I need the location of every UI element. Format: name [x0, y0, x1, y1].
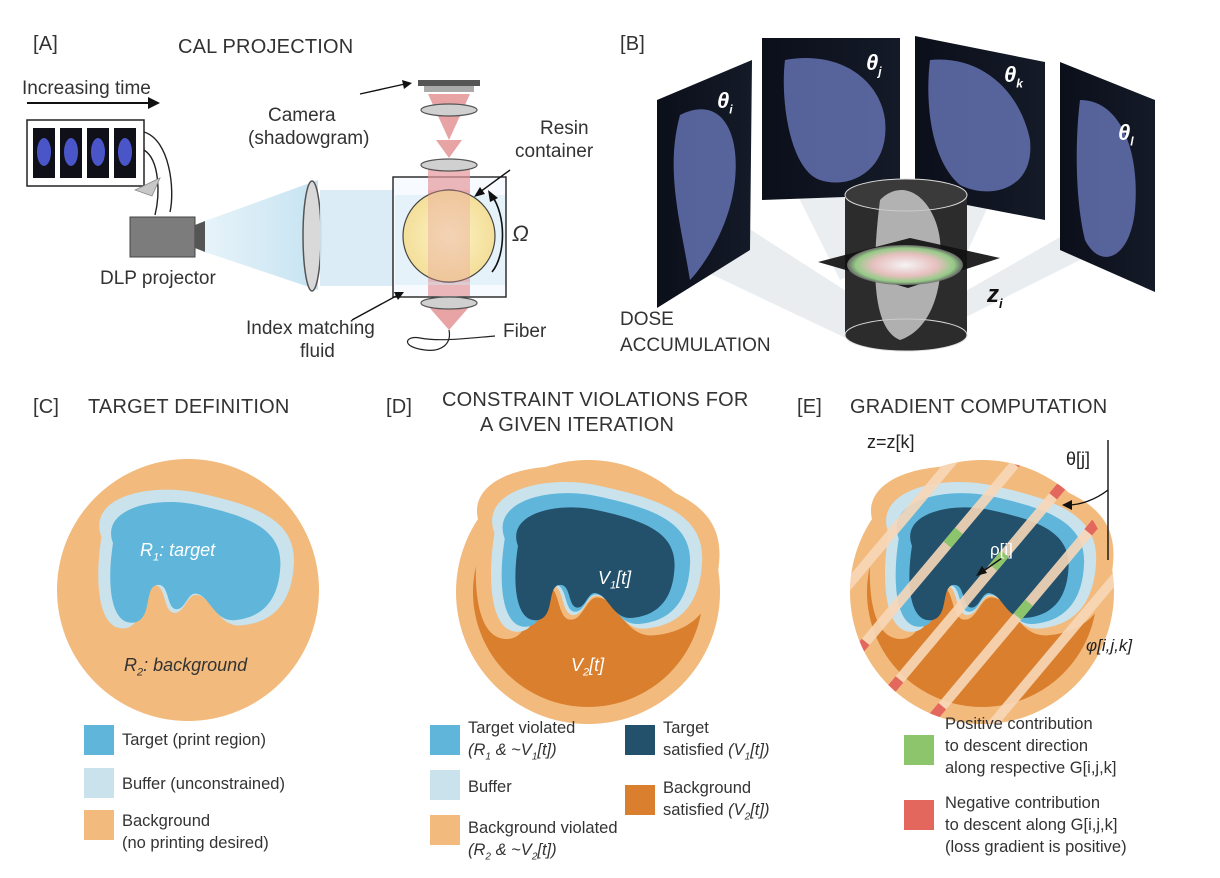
legend-swatch-background-satisfied	[625, 785, 655, 815]
theta-l-label: θl	[1118, 120, 1134, 149]
legend-buffer-label: Buffer (unconstrained)	[122, 775, 285, 793]
legend-target-violated-sub: (R1 & ~V1[t])	[468, 741, 557, 763]
panel-d-title-2: A GIVEN ITERATION	[480, 414, 675, 436]
panel-e-title: GRADIENT COMPUTATION	[850, 396, 1108, 418]
camera-label: Camera	[268, 105, 336, 126]
panel-e-tag: [E]	[797, 396, 823, 418]
legend-background-satisfied-sub: satisfied (V2[t])	[663, 801, 770, 823]
increasing-time-label: Increasing time	[22, 78, 151, 99]
legend-swatch-background-violated	[430, 815, 460, 845]
resin-label: Resin	[540, 118, 589, 139]
index-matching-label: Index matching	[246, 318, 375, 339]
legend-swatch-negative	[904, 800, 934, 830]
v2-label: V2[t]	[571, 655, 605, 679]
dose-label: DOSE	[620, 309, 674, 330]
index-matching-sub-label: fluid	[300, 341, 335, 362]
theta-i-label: θi	[717, 88, 733, 117]
legend-target-label: Target (print region)	[122, 731, 266, 749]
v1-label: V1[t]	[598, 568, 632, 592]
fiber-label: Fiber	[503, 321, 547, 342]
panel-d-tag: [D]	[386, 396, 413, 418]
panel-d-title-1: CONSTRAINT VIOLATIONS FOR	[442, 389, 749, 411]
theta-j-angle-label: θ[j]	[1066, 449, 1091, 469]
panel-d-graphic	[456, 460, 720, 724]
legend-positive-line2: to descent direction	[945, 737, 1089, 755]
theta-j-label: θj	[866, 50, 882, 79]
panel-a-title: CAL PROJECTION	[178, 36, 354, 58]
legend-negative-line1: Negative contribution	[945, 794, 1101, 812]
legend-positive-line1: Positive contribution	[945, 715, 1093, 733]
legend-swatch-target	[84, 725, 114, 755]
legend-buffer-d-label: Buffer	[468, 778, 512, 796]
r2-background-label: R2: background	[124, 655, 248, 679]
accumulation-label: ACCUMULATION	[620, 335, 771, 356]
legend-swatch-buffer-d	[430, 770, 460, 800]
legend-background-violated-label: Background violated	[468, 819, 618, 837]
phi-label: φ[i,j,k]	[1086, 636, 1133, 655]
rho-label: ρ[i]	[990, 540, 1013, 559]
theta-k-label: θk	[1004, 62, 1023, 91]
legend-negative-line3: (loss gradient is positive)	[945, 838, 1127, 856]
legend-background-satisfied-label: Background	[663, 779, 752, 797]
legend-positive-line3: along respective G[i,j,k]	[945, 759, 1117, 777]
resin-sub-label: container	[515, 141, 594, 162]
omega-label: Ω	[512, 221, 529, 246]
panel-a-graphic	[26, 80, 511, 351]
legend-background-label: Background	[122, 812, 211, 830]
legend-swatch-buffer	[84, 768, 114, 798]
legend-background-sub-label: (no printing desired)	[122, 834, 269, 852]
projection-lens	[302, 180, 322, 292]
panel-a-tag: [A]	[33, 33, 59, 55]
z-k-label: z=z[k]	[867, 432, 915, 452]
r1-target-label: R1: target	[140, 540, 216, 564]
panel-c-title: TARGET DEFINITION	[88, 396, 290, 418]
filmstrip-frames	[33, 128, 136, 178]
legend-swatch-background	[84, 810, 114, 840]
panel-c-tag: [C]	[33, 396, 60, 418]
dlp-projector-body	[129, 216, 196, 258]
panel-c-graphic	[57, 459, 319, 721]
legend-target-satisfied-label: Target	[663, 719, 709, 737]
legend-swatch-positive	[904, 735, 934, 765]
legend-swatch-target-satisfied	[625, 725, 655, 755]
panel-b-tag: [B]	[620, 33, 646, 55]
panel-e-graphic	[850, 440, 1114, 724]
panel-b-graphic	[657, 36, 1155, 352]
dlp-projector-label: DLP projector	[100, 268, 216, 289]
projection-cone	[205, 180, 318, 290]
legend-background-violated-sub: (R2 & ~V2[t])	[468, 841, 557, 863]
z-slice-label: zi	[987, 281, 1003, 311]
legend-swatch-target-violated	[430, 725, 460, 755]
legend-negative-line2: to descent along G[i,j,k]	[945, 816, 1118, 834]
camera-sub-label: (shadowgram)	[248, 128, 370, 149]
legend-target-violated-label: Target violated	[468, 719, 576, 737]
legend-target-satisfied-sub: satisfied (V1[t])	[663, 741, 770, 763]
resin-container	[402, 189, 496, 283]
